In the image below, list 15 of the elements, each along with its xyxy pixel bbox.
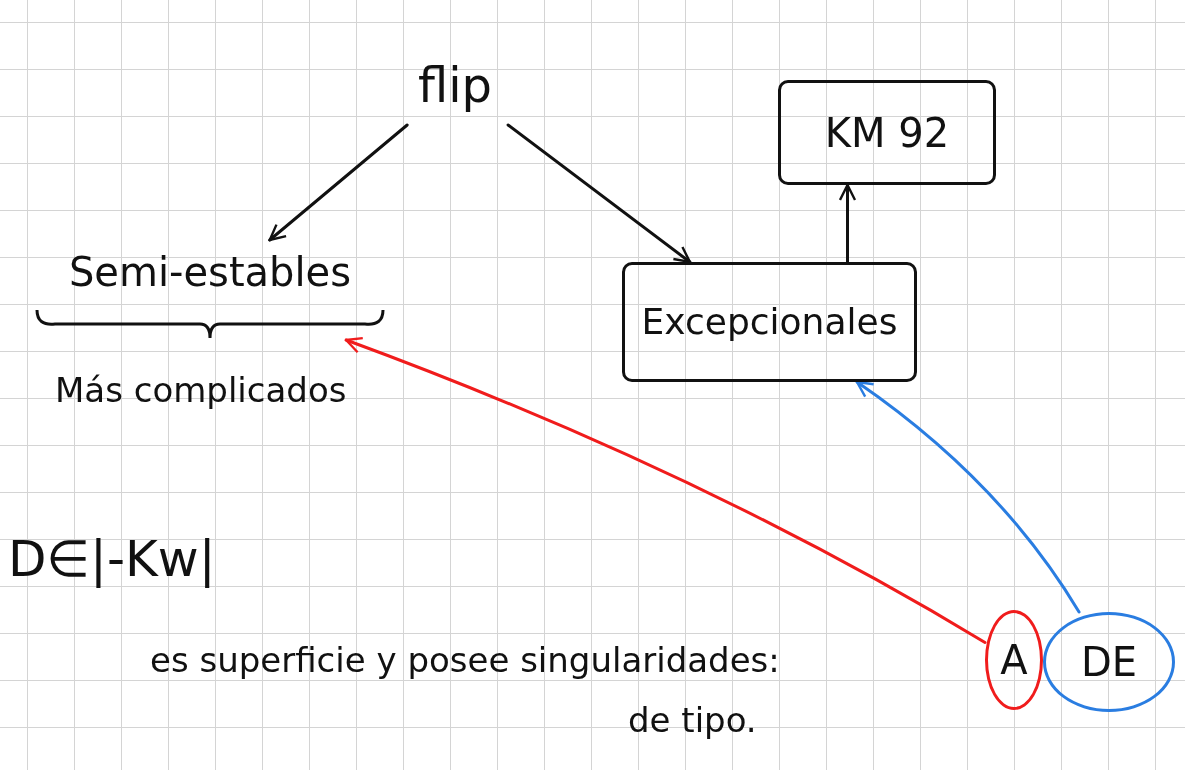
arrow [506, 123, 692, 264]
note-text: es superficie y posee singularidades: [150, 640, 780, 680]
term-text: flip [395, 45, 515, 125]
arrow [838, 183, 857, 264]
note-text: D∈|-Kw| [8, 530, 216, 588]
term-box: Excepcionales [622, 262, 917, 382]
arrow [855, 380, 1081, 614]
circled-letters: DE [1043, 612, 1175, 712]
arrow [268, 123, 409, 242]
term-box: KM 92 [778, 80, 996, 185]
term-text: Semi-estables [68, 250, 352, 294]
note-text: de tipo. [628, 700, 757, 740]
arrow [344, 337, 987, 644]
circled-letters: A [985, 610, 1043, 710]
note-text: Más complicados [55, 370, 347, 410]
